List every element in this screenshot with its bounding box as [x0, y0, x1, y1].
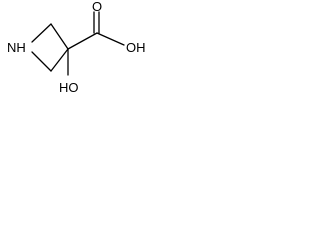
hydroxyl-label: HO: [59, 80, 79, 95]
nh-label: NH: [7, 40, 26, 55]
bond-quaternary-carboxyl: [67, 32, 98, 50]
carboxyl-oh-label: OH: [126, 40, 146, 55]
ring-bond-upper-quaternary: [50, 23, 69, 50]
ring-bond-lower-quaternary: [50, 48, 69, 72]
ring-bond-n-upper: [31, 23, 52, 43]
bond-carboxyl-oh: [96, 32, 125, 46]
ring-bond-n-lower: [31, 51, 52, 72]
azetidine-structure-diagram: NH O OH HO: [7, 0, 146, 95]
carbonyl-o-label: O: [92, 0, 102, 14]
